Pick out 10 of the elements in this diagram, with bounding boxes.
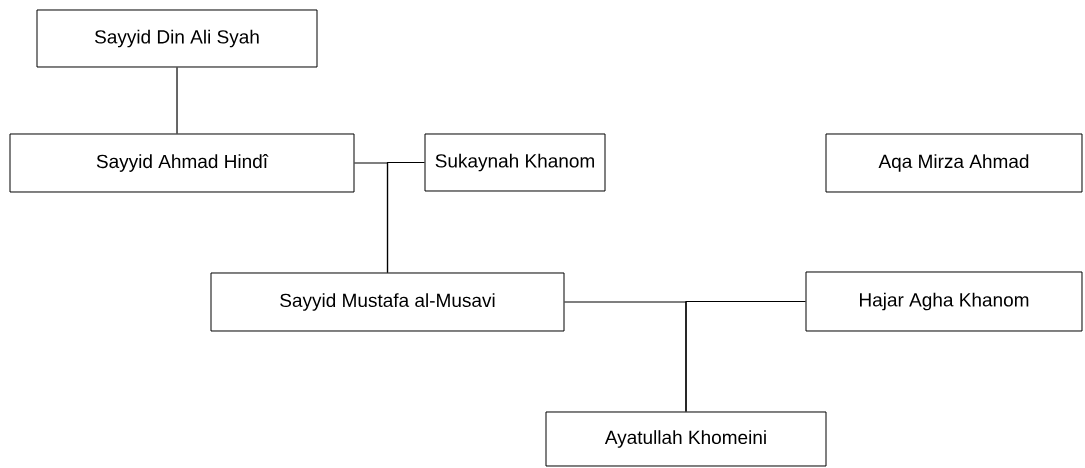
person-box: Sayyid Ahmad Hindî bbox=[9, 133, 355, 193]
person-box: Sayyid Mustafa al-Musavi bbox=[210, 272, 565, 332]
family-line bbox=[685, 300, 807, 413]
person-box: Sukaynah Khanom bbox=[424, 133, 606, 192]
family-line bbox=[176, 66, 178, 135]
person-box: Aqa Mirza Ahmad bbox=[825, 133, 1083, 193]
person-box: Sayyid Din Ali Syah bbox=[36, 9, 318, 68]
family-line bbox=[386, 161, 426, 274]
person-box: Ayatullah Khomeini bbox=[545, 411, 827, 467]
person-box: Hajar Agha Khanom bbox=[805, 271, 1083, 332]
